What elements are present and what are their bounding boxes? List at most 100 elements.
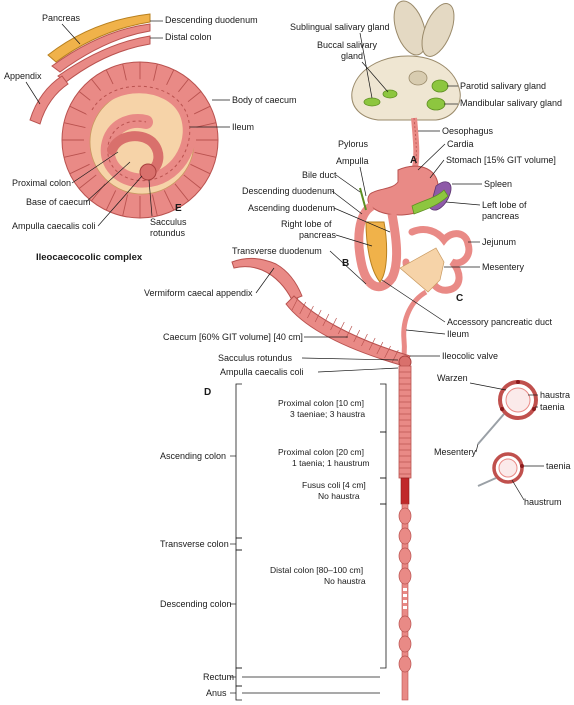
caecum-haustra-mark — [307, 305, 314, 319]
label-transverse-duodenum: Transverse duodenum — [232, 246, 322, 256]
caecum-haustra — [291, 297, 399, 363]
region-brackets: Ascending colon Transverse colon Descend… — [160, 383, 380, 701]
fusus-coli-shape — [400, 477, 410, 505]
bracket-rectum — [235, 667, 242, 687]
caecum-haustra-line — [69, 163, 90, 175]
caecum-haustra-mark — [314, 309, 322, 323]
label-mesentery-cs: Mesentery — [434, 447, 477, 457]
caecum-haustra-line — [78, 174, 97, 189]
sublingual-gland-shape — [363, 97, 381, 107]
label-distal-b: No haustra — [324, 576, 366, 586]
caecum-haustra-line — [63, 152, 86, 158]
caecum-haustra-mark — [337, 321, 345, 335]
complex-label-base-of-caecum: Base of caecum — [26, 197, 91, 207]
panel-letter-c: C — [456, 293, 463, 304]
complex-label-distal-colon: Distal colon — [165, 32, 212, 42]
cross-section-1-taenia-inner — [498, 458, 518, 478]
complex-label-pancreas: Pancreas — [42, 13, 81, 23]
complex-caecum-haustra — [62, 62, 218, 218]
complex-label-body-of-caecum: Body of caecum — [232, 95, 297, 105]
caecum-haustra-line — [152, 194, 158, 217]
label-bile-duct: Bile duct — [302, 170, 337, 180]
complex-label-ileum: Ileum — [232, 122, 254, 132]
label-sacculus: Sacculus rotundus — [218, 353, 293, 363]
oesophagus-outline — [413, 117, 417, 173]
ileum-shape — [399, 289, 428, 365]
head-label-mandibular: Mandibular salivary gland — [460, 98, 562, 108]
caecum-haustra-mark — [361, 333, 368, 347]
caecum-haustra-mark — [345, 325, 353, 339]
label-spleen: Spleen — [484, 179, 512, 189]
caecum-haustra-line — [63, 122, 86, 128]
bracket-prox2 — [380, 431, 387, 479]
mesentery-strand-2 — [477, 477, 497, 487]
head-label-sublingual: Sublingual salivary gland — [290, 22, 390, 32]
buccal-gland-shape — [382, 89, 398, 99]
caecum-haustra-line — [163, 190, 175, 211]
caecum-haustra-mark — [322, 313, 330, 327]
label-rectum: Rectum — [203, 672, 234, 682]
label-distal-a: Distal colon [80–100 cm] — [270, 565, 363, 575]
label-ampulla-caecalis: Ampulla caecalis coli — [220, 367, 304, 377]
cross-section-labels: Warzen haustra taenia Mesentery taenia h… — [434, 373, 571, 507]
caecum-haustra-mark — [299, 301, 307, 315]
complex-label-appendix: Appendix — [4, 71, 42, 81]
rabbit-eye-socket — [408, 70, 428, 86]
right-pancreas-shape — [365, 221, 388, 283]
caecum-haustra-mark — [376, 341, 384, 355]
label-ampulla: Ampulla — [336, 156, 369, 166]
label-ascending-duodenum: Ascending duodenum — [248, 203, 335, 213]
head-label-parotid: Parotid salivary gland — [460, 81, 546, 91]
complex-label-descending-duodenum: Descending duodenum — [165, 15, 258, 25]
cross-section-3-taeniae-inner — [505, 387, 531, 413]
faecal-pellet — [398, 547, 412, 565]
faecal-pellet — [398, 655, 412, 673]
section-brackets: Proximal colon [10 cm] 3 taeniae; 3 haus… — [270, 383, 387, 669]
faecal-pellet — [398, 527, 412, 545]
complex-label-sacculus-2: rotundus — [150, 228, 186, 238]
head-labels: Sublingual salivary gland Buccal salivar… — [290, 22, 562, 108]
caecum-haustra-mark — [330, 317, 337, 331]
colon-proximal-tube — [398, 365, 412, 479]
label-warzen: Warzen — [437, 373, 468, 383]
label-prox2-a: Proximal colon [20 cm] — [278, 447, 364, 457]
bracket-transverse — [235, 537, 242, 551]
rabbit-head-illustration — [351, 0, 461, 121]
rabbit-ear-left — [393, 0, 427, 56]
taenia-dot-4 — [520, 464, 524, 468]
label-fusus-b: No haustra — [318, 491, 360, 501]
lower-git-illustration — [231, 257, 412, 701]
bracket-descending — [235, 549, 242, 669]
label-prox1-a: Proximal colon [10 cm] — [278, 398, 364, 408]
label-taenia-1: taenia — [540, 402, 565, 412]
caecum-haustra-mark — [291, 297, 299, 311]
panel-letter-d: D — [204, 387, 211, 398]
faecal-pellet — [398, 615, 412, 633]
caecum-haustra-line — [105, 190, 117, 211]
complex-ileum-coil — [85, 79, 197, 188]
label-ascending-colon: Ascending colon — [160, 451, 226, 461]
lower-labels: Vermiform caecal appendix Caecum [60% GI… — [144, 267, 498, 398]
caecum-shape — [285, 295, 411, 367]
cross-sections — [477, 380, 538, 487]
label-cardia: Cardia — [447, 139, 474, 149]
faecal-pellet — [398, 635, 412, 653]
label-ileocolic-valve: Ileocolic valve — [442, 351, 498, 361]
label-right-lobe-1: Right lobe of — [281, 219, 332, 229]
complex-appendix-shape — [29, 75, 69, 125]
bracket-prox1 — [380, 383, 387, 433]
caecum-haustra-line — [69, 105, 90, 117]
bracket-ascending — [235, 383, 242, 539]
panel-letter-a: A — [410, 155, 417, 166]
label-left-lobe-2: pancreas — [482, 211, 520, 221]
caecum-haustra-line — [194, 152, 217, 158]
complex-distal-colon-shape — [57, 35, 151, 83]
faecal-pellet — [398, 567, 412, 585]
label-oesophagus: Oesophagus — [442, 126, 494, 136]
colon-haustra-marks — [399, 371, 411, 475]
label-mesentery: Mesentery — [482, 262, 525, 272]
head-label-buccal-2: gland — [341, 51, 363, 61]
label-prox1-b: 3 taeniae; 3 haustra — [290, 409, 365, 419]
bile-duct-shape — [359, 187, 367, 211]
